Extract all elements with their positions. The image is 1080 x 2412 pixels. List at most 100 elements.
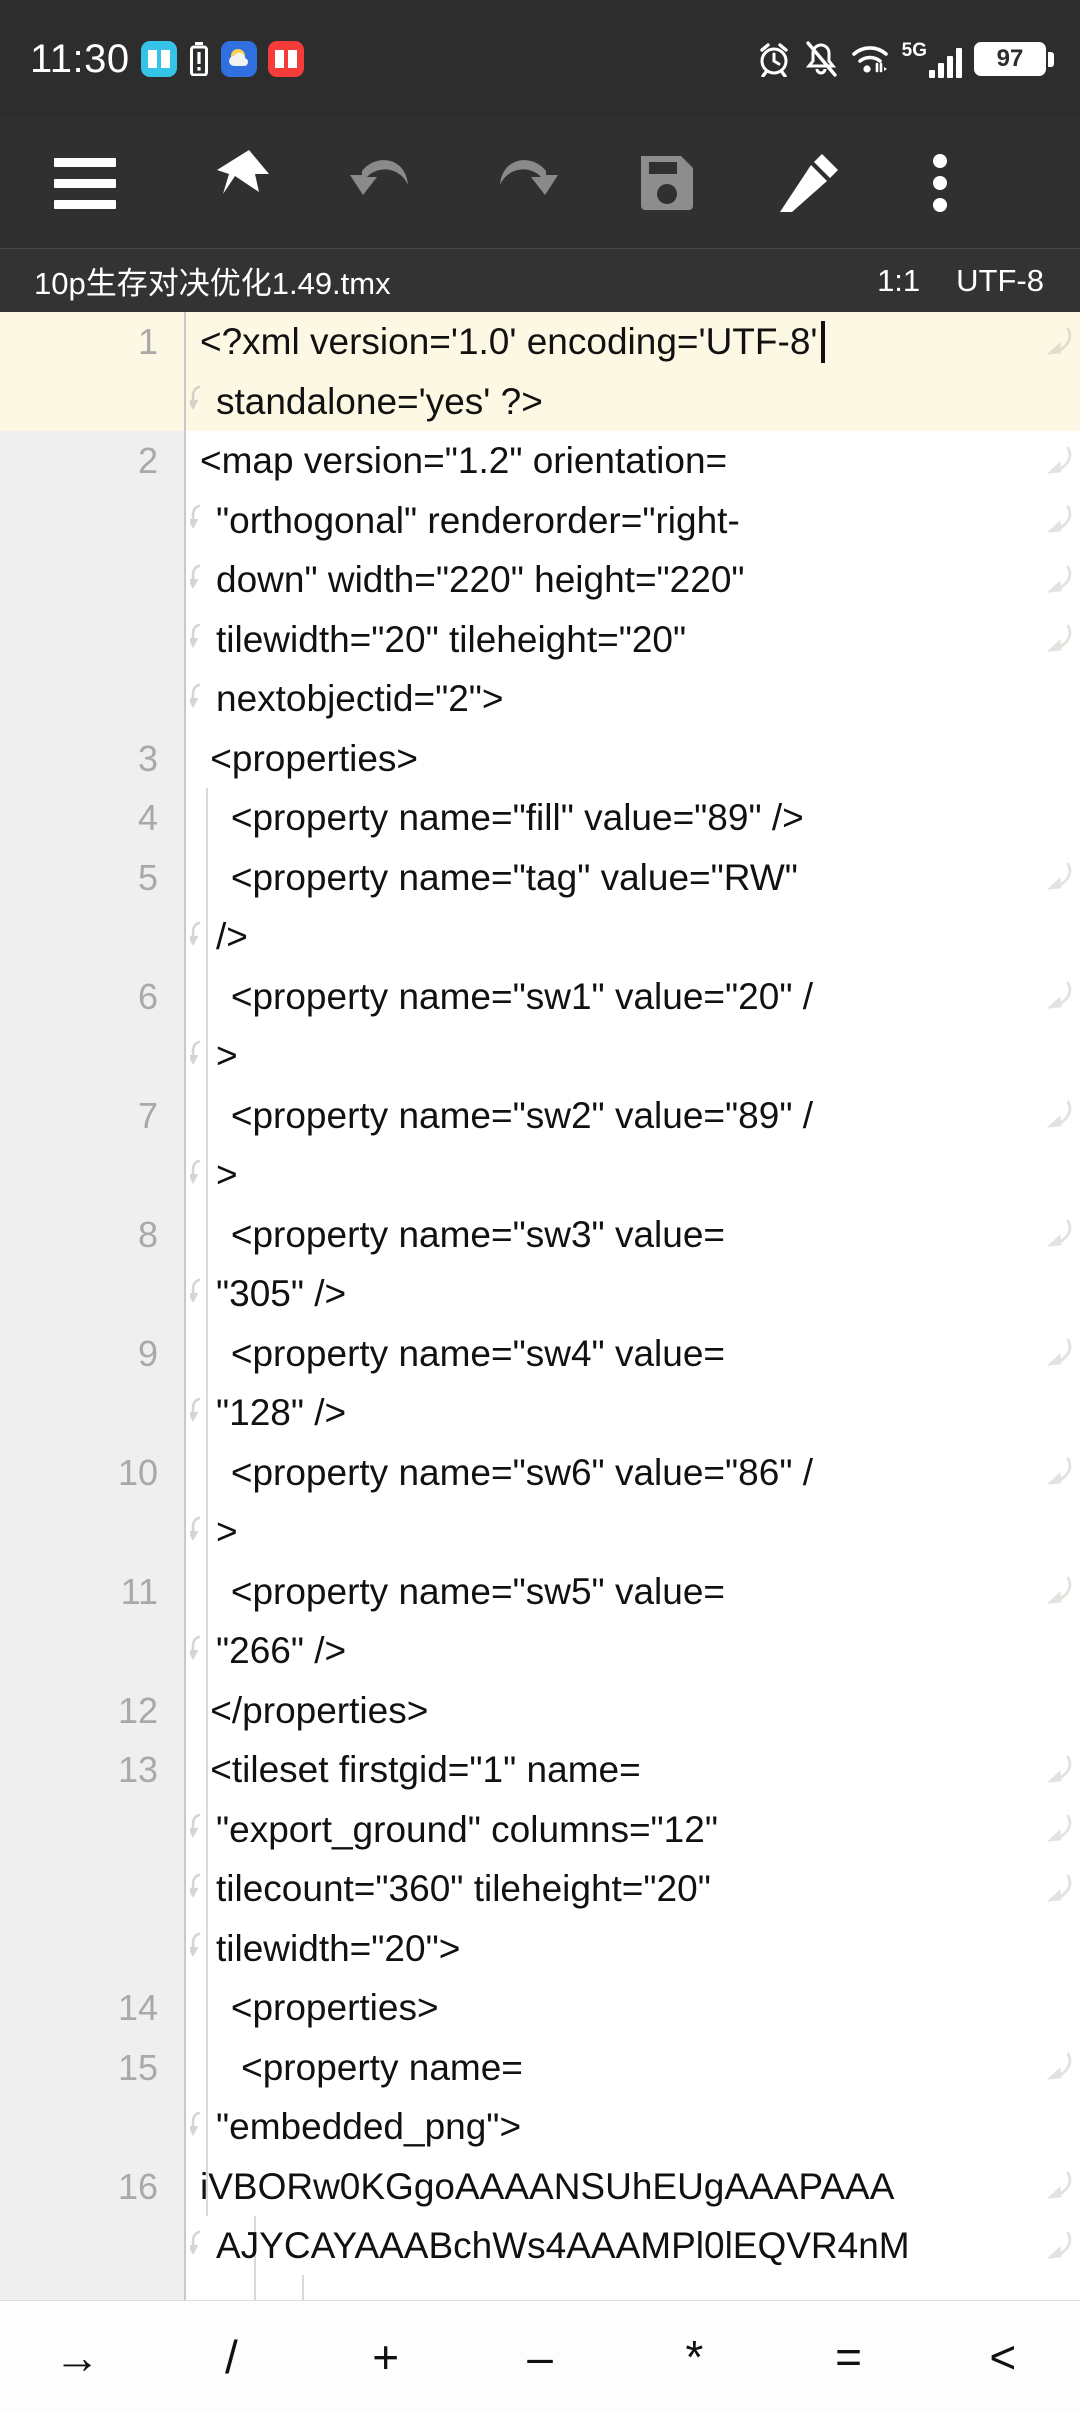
code-line-row[interactable]: >	[186, 1502, 1080, 1562]
code-line-text: "305" />	[216, 1273, 347, 1314]
redo-icon	[492, 155, 558, 211]
code-line-text: >	[216, 1511, 238, 1552]
code-line-row[interactable]: >	[186, 1026, 1080, 1086]
key-equals[interactable]: =	[835, 2330, 862, 2383]
code-line-row[interactable]: tilewidth="20">	[186, 1919, 1080, 1979]
code-line-row[interactable]: <property name="sw5" value=	[186, 1562, 1080, 1622]
code-line-row[interactable]: "128" />	[186, 1383, 1080, 1443]
key-less-than[interactable]: <	[989, 2330, 1017, 2383]
code-line-row[interactable]: <property name="sw3" value=	[186, 1205, 1080, 1265]
line-wrap-arrow-icon	[1038, 2228, 1074, 2264]
book-red-icon	[267, 41, 304, 77]
wrap-continuation-icon	[190, 1812, 224, 1846]
bell-muted-icon	[804, 41, 838, 77]
code-line-row[interactable]: "embedded_png">	[186, 2097, 1080, 2157]
line-wrap-arrow-icon	[1038, 1752, 1074, 1788]
code-line-row[interactable]: <property name="sw2" value="89" /	[186, 1086, 1080, 1146]
key-asterisk[interactable]: *	[685, 2330, 704, 2383]
wrap-continuation-icon	[190, 1872, 224, 1906]
code-line-text: <tileset firstgid="1" name=	[200, 1749, 641, 1790]
code-line-text: <property name="sw6" value="86" /	[200, 1451, 814, 1493]
code-line-row[interactable]: <property name="sw1" value="20" /	[186, 967, 1080, 1027]
code-text-area[interactable]: <?xml version='1.0' encoding='UTF-8' stan…	[186, 312, 1080, 2300]
code-line-text: >	[216, 1035, 238, 1076]
code-line-row[interactable]: "305" />	[186, 1264, 1080, 1324]
wrap-continuation-icon	[190, 1634, 224, 1668]
code-line-row[interactable]: <property name="tag" value="RW"	[186, 848, 1080, 908]
wrap-continuation-icon	[190, 1277, 224, 1311]
code-line-row[interactable]: "orthogonal" renderorder="right-	[186, 491, 1080, 551]
line-number-cell	[0, 1264, 184, 1324]
line-number-cell: 1	[0, 312, 184, 372]
code-line-row[interactable]: standalone='yes' ?>	[186, 371, 1080, 431]
code-line-row[interactable]: <map version="1.2" orientation=	[186, 431, 1080, 491]
code-line-text: <?xml version='1.0' encoding='UTF-8'	[200, 321, 818, 362]
code-line-row[interactable]: <properties>	[186, 1978, 1080, 2038]
line-number-cell	[0, 1621, 184, 1681]
line-number-cell: 11	[0, 1562, 184, 1622]
wifi-icon	[850, 42, 890, 76]
line-number-cell	[0, 907, 184, 967]
redo-button[interactable]	[454, 118, 596, 248]
code-line-text: <property name="fill" value="89" />	[200, 797, 804, 838]
line-number-cell	[0, 1026, 184, 1086]
wrap-continuation-icon	[190, 1515, 224, 1549]
code-line-row[interactable]: />	[186, 907, 1080, 967]
key-minus[interactable]: –	[527, 2330, 553, 2383]
line-number-cell: 9	[0, 1324, 184, 1384]
code-line-text: iVBORw0KGgoAAAANSUhEUgAAAPAAA	[200, 2165, 895, 2207]
code-line-row[interactable]: nextobjectid="2">	[186, 669, 1080, 729]
code-line-row[interactable]: tilecount="360" tileheight="20"	[186, 1859, 1080, 1919]
code-line-row[interactable]: tilewidth="20" tileheight="20"	[186, 610, 1080, 670]
symbol-key-bar[interactable]: → / + – * = <	[0, 2300, 1080, 2412]
key-tab[interactable]: →	[54, 2330, 101, 2383]
signal-bars	[929, 47, 962, 78]
line-number-cell	[0, 1859, 184, 1919]
code-line-row[interactable]: iVBORw0KGgoAAAANSUhEUgAAAPAAA	[186, 2157, 1080, 2217]
status-clock: 11:30	[30, 37, 130, 81]
code-line-row[interactable]: >	[186, 1145, 1080, 1205]
code-line-text: "266" />	[216, 1630, 347, 1671]
menu-button[interactable]	[0, 118, 170, 248]
code-line-text: standalone='yes' ?>	[216, 380, 543, 422]
alarm-icon	[756, 41, 792, 77]
code-line-row[interactable]: <property name="sw4" value=	[186, 1324, 1080, 1384]
wrap-continuation-icon	[190, 682, 224, 716]
code-line-row[interactable]: <properties>	[186, 729, 1080, 789]
line-number: 14	[117, 1987, 158, 2028]
edit-button[interactable]	[738, 118, 880, 248]
code-line-row[interactable]: <property name="sw6" value="86" /	[186, 1443, 1080, 1503]
line-number-cell	[0, 1800, 184, 1860]
code-line-row[interactable]: </properties>	[186, 1681, 1080, 1741]
wrap-continuation-icon	[190, 1158, 224, 1192]
code-line-row[interactable]: down" width="220" height="220"	[186, 550, 1080, 610]
code-line-text: "export_ground" columns="12"	[216, 1808, 718, 1850]
line-number: 15	[117, 2046, 158, 2088]
pin-button[interactable]	[170, 118, 312, 248]
code-line-row[interactable]: <property name=	[186, 2038, 1080, 2098]
file-info-bar: 10p生存对决优化1.49.tmx 1:1 UTF-8	[0, 248, 1080, 312]
code-line-row[interactable]: "266" />	[186, 1621, 1080, 1681]
line-number: 1	[137, 321, 158, 362]
line-number: 5	[137, 856, 158, 898]
code-line-row[interactable]: <tileset firstgid="1" name=	[186, 1740, 1080, 1800]
save-button[interactable]	[596, 118, 738, 248]
line-wrap-arrow-icon	[1038, 1454, 1074, 1490]
key-plus[interactable]: +	[372, 2330, 400, 2383]
indent-guide	[254, 2216, 256, 2300]
wrap-continuation-icon	[190, 622, 224, 656]
line-number-cell	[0, 550, 184, 610]
wrap-continuation-icon	[190, 1039, 224, 1073]
code-line-row[interactable]: <?xml version='1.0' encoding='UTF-8'	[186, 312, 1080, 372]
battery-indicator: 97	[974, 42, 1054, 76]
key-slash[interactable]: /	[225, 2330, 238, 2383]
code-line-row[interactable]: <property name="fill" value="89" />	[186, 788, 1080, 848]
line-number: 4	[137, 797, 158, 838]
code-line-row[interactable]: "export_ground" columns="12"	[186, 1800, 1080, 1860]
more-button[interactable]	[880, 118, 1000, 248]
app-toolbar	[0, 118, 1080, 248]
undo-button[interactable]	[312, 118, 454, 248]
line-number-cell	[0, 491, 184, 551]
code-line-row[interactable]: AJYCAYAAABchWs4AAAMPl0lEQVR4nM	[186, 2216, 1080, 2276]
